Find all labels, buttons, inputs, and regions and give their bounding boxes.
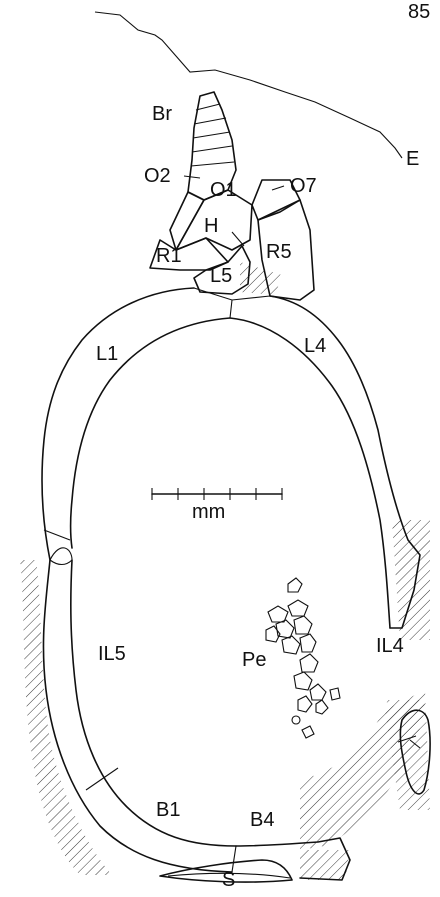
- right-upper-hatch: [392, 520, 430, 640]
- label-e: E: [406, 148, 419, 170]
- label-l4: L4: [304, 335, 326, 357]
- label-o1: O1: [210, 179, 237, 201]
- label-b1: B1: [156, 799, 180, 821]
- label-il4: IL4: [376, 635, 404, 657]
- b4-hatch: [300, 850, 350, 880]
- label-r1: R1: [156, 245, 182, 267]
- pellet-cluster: [266, 578, 340, 738]
- label-il5: IL5: [98, 643, 126, 665]
- label-l5: L5: [210, 265, 232, 287]
- label-h: H: [204, 215, 218, 237]
- label-r5: R5: [266, 241, 292, 263]
- label-b4: B4: [250, 809, 274, 831]
- label-l1: L1: [96, 343, 118, 365]
- label-o7: O7: [290, 175, 317, 197]
- label-s: S: [222, 869, 235, 891]
- label-br: Br: [152, 103, 172, 125]
- l5-hatch: [240, 262, 282, 295]
- matrix-hatching: [20, 262, 430, 892]
- scale-bar: mm: [152, 488, 282, 523]
- page-number: 85: [408, 1, 430, 23]
- label-pe: Pe: [242, 649, 266, 671]
- edge-line: [95, 12, 402, 158]
- scale-bar-unit: mm: [192, 501, 225, 523]
- label-o2: O2: [144, 165, 171, 187]
